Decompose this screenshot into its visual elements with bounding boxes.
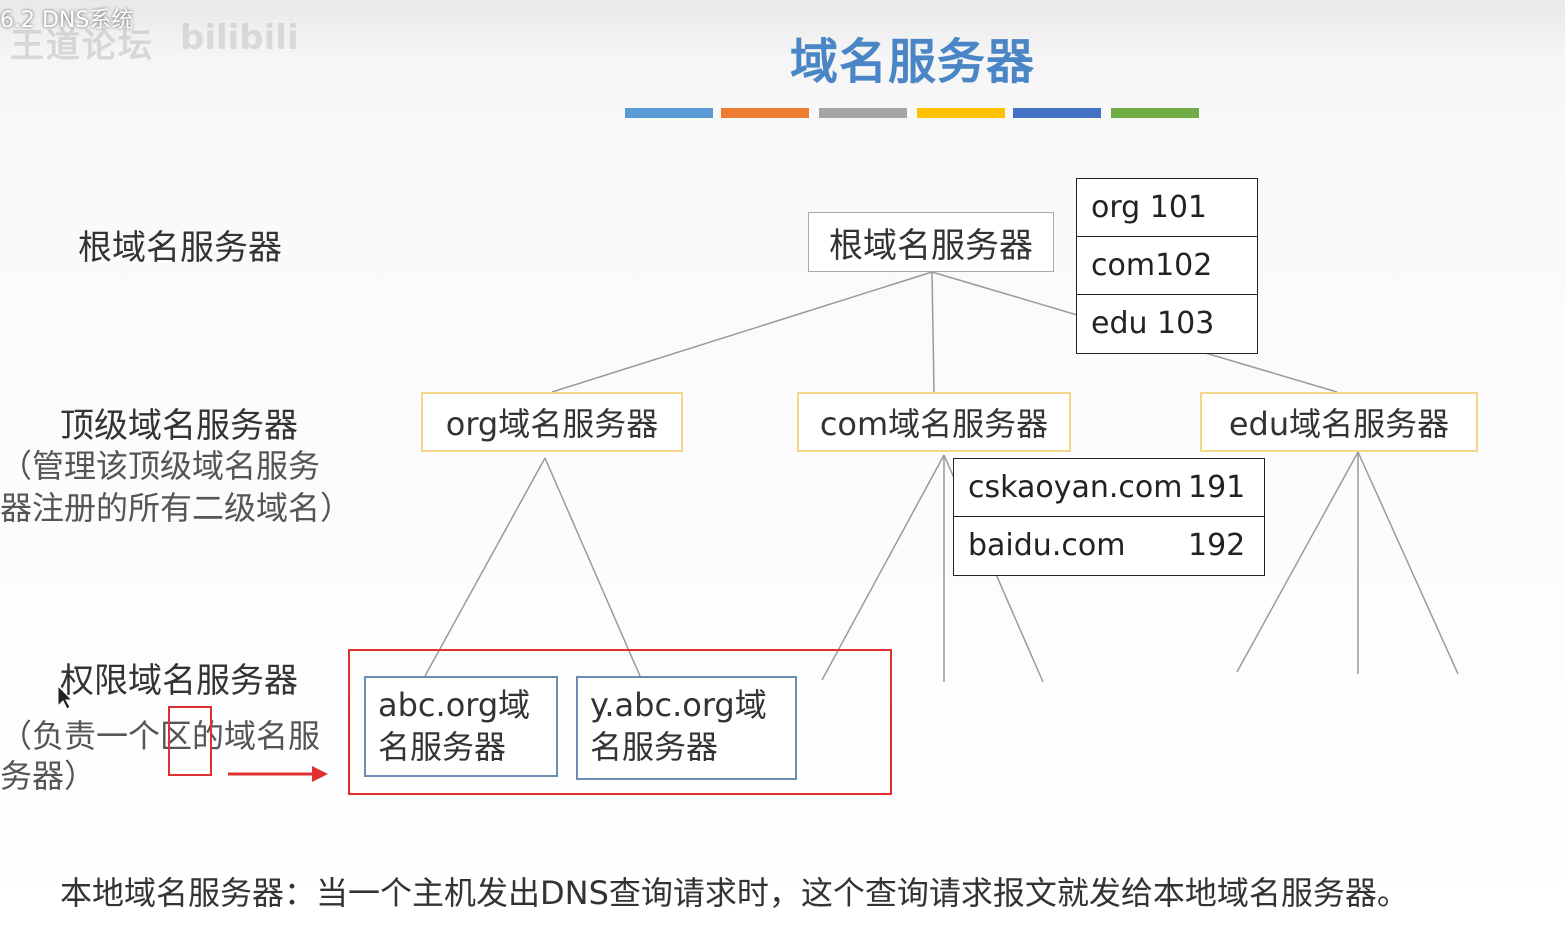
root-table: org 101 com102 edu 103 <box>1076 178 1258 354</box>
color-bar <box>917 108 1005 118</box>
highlight-zone-char <box>168 706 212 776</box>
color-bar <box>1111 108 1199 118</box>
auth-node-line: y.abc.org域 <box>590 686 767 724</box>
auth-zone-highlight <box>348 649 892 795</box>
root-server-node: 根域名服务器 <box>808 212 1054 272</box>
com-table-name: baidu.com <box>968 528 1126 563</box>
root-table-row: com102 <box>1077 237 1257 295</box>
auth-node-line: 名服务器 <box>378 728 507 766</box>
tld-org-node: org域名服务器 <box>421 392 683 452</box>
root-table-row: edu 103 <box>1091 306 1215 341</box>
auth-level-desc-1: （负责一个区的域名服 <box>0 717 321 755</box>
auth-y-abc-org-node: y.abc.org域 名服务器 <box>576 676 797 780</box>
com-table-name: cskaoyan.com <box>968 470 1183 505</box>
watermark-logo: 王道论坛 <box>10 26 154 66</box>
slide-title: 域名服务器 <box>790 34 1036 90</box>
auth-level-label: 权限域名服务器 <box>60 661 298 701</box>
watermark-bilibili: bilibili <box>180 18 299 58</box>
mouse-cursor-icon <box>57 684 74 710</box>
com-table: cskaoyan.com 191 baidu.com 192 <box>953 458 1265 576</box>
auth-abc-org-node: abc.org域 名服务器 <box>364 676 558 777</box>
auth-level-desc-2: 务器） <box>0 757 97 795</box>
root-table-row: org 101 <box>1077 179 1257 237</box>
tld-level-label: 顶级域名服务器 <box>60 406 298 446</box>
com-table-value: 192 <box>1188 528 1246 563</box>
auth-node-line: abc.org域 <box>378 686 531 724</box>
color-bar <box>1013 108 1101 118</box>
color-bar <box>819 108 907 118</box>
tld-com-node: com域名服务器 <box>797 392 1071 452</box>
com-table-row: baidu.com 192 <box>954 517 1264 574</box>
local-dns-description: 本地域名服务器：当一个主机发出DNS查询请求时，这个查询请求报文就发给本地域名服… <box>60 874 1409 912</box>
root-level-label: 根域名服务器 <box>78 228 282 268</box>
color-bar <box>721 108 809 118</box>
com-table-row: cskaoyan.com 191 <box>954 459 1264 517</box>
auth-node-line: 名服务器 <box>590 728 719 766</box>
tld-level-desc-2: 器注册的所有二级域名） <box>0 489 353 527</box>
color-bar <box>625 108 713 118</box>
tld-level-desc-1: （管理该顶级域名服务 <box>0 447 321 485</box>
tld-edu-node: edu域名服务器 <box>1200 392 1478 452</box>
video-title: 6.2 DNS系统 <box>0 8 134 33</box>
com-table-value: 191 <box>1188 470 1246 505</box>
